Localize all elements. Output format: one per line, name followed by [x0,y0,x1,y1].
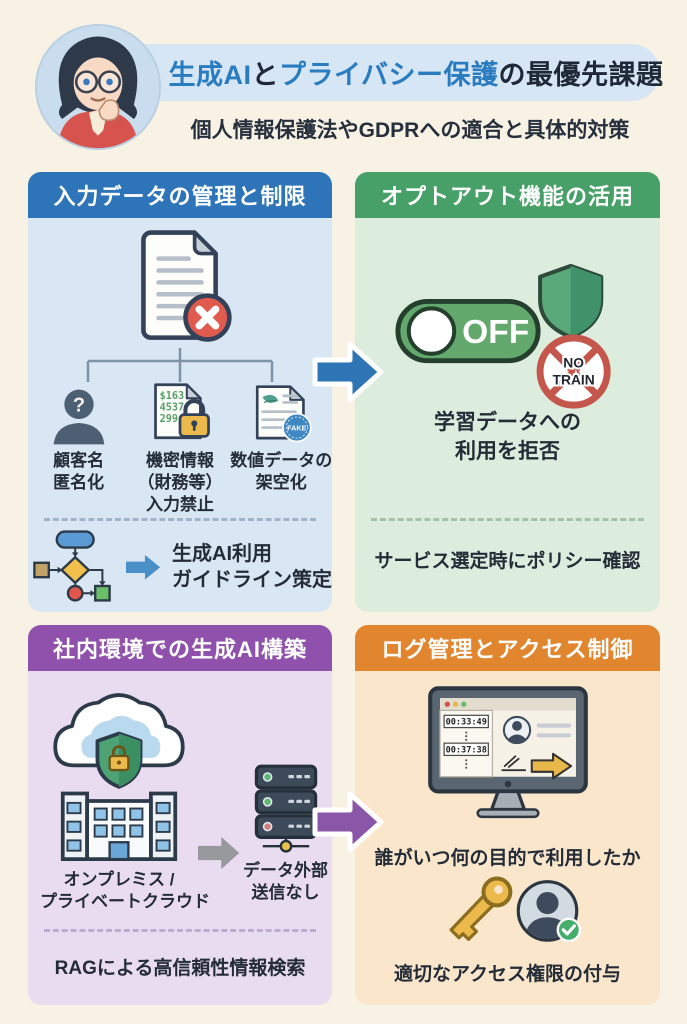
flowchart-icon [33,530,111,602]
signature-icon [500,755,526,772]
panel-opt-out: オプトアウト機能の活用 OFF NO TRAIN 学習データへの 利用を拒否 [355,172,660,612]
optout-illustration: OFF NO TRAIN [394,263,611,409]
anonymous-person-icon: ? [53,389,104,445]
item-label-anonymize: 顧客名匿名化 [53,451,105,493]
svg-text:00:33:49: 00:33:49 [445,718,486,728]
toggle-off-icon: OFF [394,298,541,364]
svg-text:TRAIN: TRAIN [552,371,594,387]
user-entry-icon [502,715,571,745]
panel-onprem-title: 社内環境での生成AI構築 [28,625,332,671]
shield-icon [537,263,603,339]
svg-text:$163: $163 [160,391,185,402]
dashed-divider [371,518,644,521]
fake-badge-icon [282,412,312,443]
dashed-divider [44,929,316,932]
svg-text:00:37:38: 00:37:38 [445,746,486,756]
yellow-arrow-icon [530,752,572,780]
policy-check-text: サービス選定時にポリシー確認 [374,551,641,572]
server-rack-icon [254,764,317,853]
user-check-icon [516,880,581,943]
no-external-send-label: データ外部 送信なし [243,861,328,903]
title-bubble: 生成AIとプライバシー保護の最優先課題 [110,44,663,101]
page-header: 生成AIとプライバシー保護の最優先課題 個人情報保護法やGDPRへの適合と具体的… [30,22,663,162]
panel-opt-out-title: オプトアウト機能の活用 [355,172,660,218]
svg-text:OFF: OFF [462,314,529,351]
key-icon [449,876,512,941]
purple-flow-arrow-icon [312,791,384,853]
audit-text: 誰がいつ何の目的で利用したか [374,848,641,869]
svg-text:?: ? [73,395,85,417]
panel-input-data: 入力データの管理と制限 ? [28,172,332,612]
panel-log-access: ログ管理とアクセス制御 00:33:49 00:37:38 [355,625,660,1005]
rag-text: RAGによる高信頼性情報検索 [54,958,306,979]
panel-onprem-ai: 社内環境での生成AI構築 [28,625,332,1005]
tree-connector [86,348,274,382]
panel-log-access-title: ログ管理とアクセス制御 [355,625,660,671]
svg-text:FAKE: FAKE [287,423,307,432]
page-subtitle: 個人情報保護法やGDPRへの適合と具体的対策 [190,119,630,142]
panel-input-data-title: 入力データの管理と制限 [28,172,332,218]
log-monitor-icon: 00:33:49 00:37:38 [427,686,588,819]
avatar-illustration-icon [34,23,162,151]
access-rights-text: 適切なアクセス権限の付与 [393,964,622,985]
guideline-text: 生成AI利用 ガイドライン策定 [172,542,332,591]
svg-text:NO: NO [563,355,584,371]
item-label-fictional-data: 数値データの架空化 [230,451,333,493]
shield-lock-icon [95,731,143,789]
blocked-document-icon [141,230,232,342]
onprem-label: オンプレミス / プライベートクラウド [40,869,210,911]
optout-description: 学習データへの 利用を拒否 [434,411,581,464]
no-train-icon: NO TRAIN [536,334,611,409]
svg-text:299: 299 [160,414,178,425]
item-label-confidential: 機密情報（財務等）入力禁止 [137,451,223,515]
access-rights-illustration [449,876,581,943]
private-cloud-building-icon [53,693,185,861]
small-arrow-right-icon [126,554,161,580]
page-title: 生成AIとプライバシー保護の最優先課題 [168,60,664,90]
dashed-divider [44,518,316,521]
thinking-woman-avatar [34,23,162,151]
blue-flow-arrow-icon [312,341,384,403]
financial-doc-lock-icon: $163 4537 299 [154,383,210,440]
svg-text:4537: 4537 [160,403,185,414]
gray-arrow-right-icon [198,836,240,870]
office-building-icon [60,791,178,861]
fake-data-doc-icon: FAKE [256,385,312,443]
